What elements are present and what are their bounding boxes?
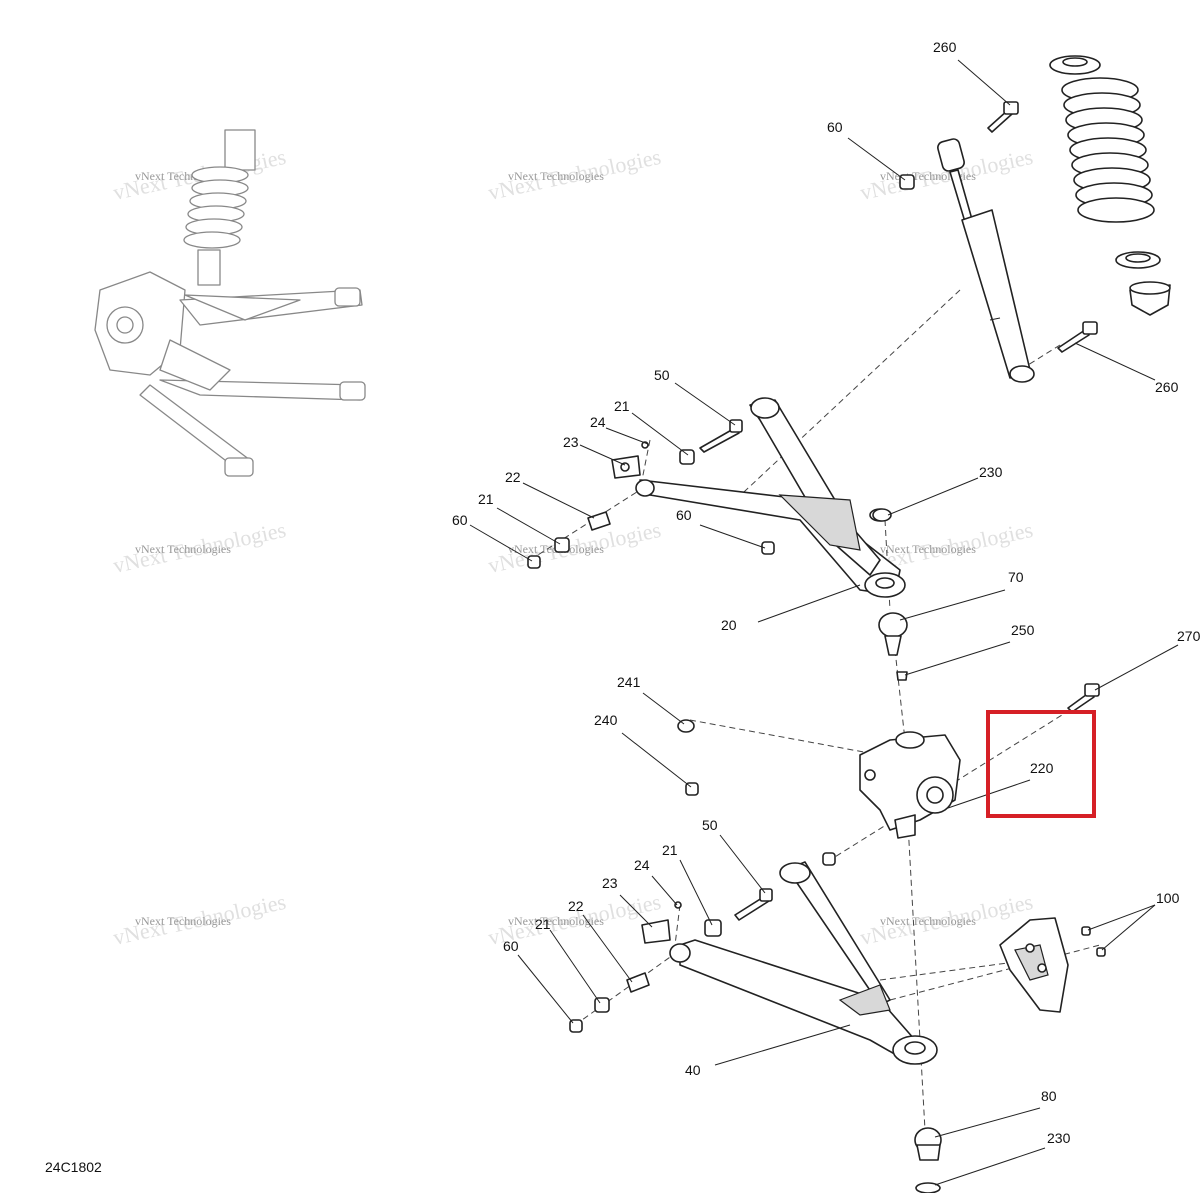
watermark: vNext Technologies <box>880 542 976 556</box>
upper-a-arm <box>635 397 906 598</box>
bolt-270 <box>1067 683 1100 713</box>
callout-21: 21 <box>535 916 551 932</box>
callout-270: 270 <box>1177 628 1200 644</box>
callout-22: 22 <box>568 898 584 914</box>
watermark: vNext Technologies <box>508 169 604 183</box>
watermark: vNext Technologies <box>135 914 231 928</box>
callout-230: 230 <box>979 464 1003 480</box>
overview-spring <box>183 129 256 286</box>
callout-70: 70 <box>1008 569 1024 585</box>
callout-60: 60 <box>503 938 519 954</box>
callout-60: 60 <box>827 119 843 135</box>
circlip-230-top <box>872 508 892 522</box>
callout-230: 230 <box>1047 1130 1071 1146</box>
callout-241: 241 <box>617 674 641 690</box>
callout-220: 220 <box>1030 760 1054 776</box>
callout-40: 40 <box>685 1062 701 1078</box>
callout-250: 250 <box>1011 622 1035 638</box>
callout-labels: 260 60 260 50 21 24 23 230 22 21 60 60 7… <box>452 39 1200 1146</box>
ball-joint-70 <box>878 612 908 681</box>
callout-240: 240 <box>594 712 618 728</box>
shock-absorber <box>937 138 1035 383</box>
callout-20: 20 <box>721 617 737 633</box>
bolt-260-top <box>987 101 1019 133</box>
diagram-code: 24C1802 <box>45 1159 102 1175</box>
overview-lower-arm <box>159 379 361 401</box>
watermark: vNext Technologies <box>880 914 976 928</box>
callout-100: 100 <box>1156 890 1180 906</box>
watermark: vNext Technologies <box>508 914 604 928</box>
callout-50: 50 <box>654 367 670 383</box>
callout-50: 50 <box>702 817 718 833</box>
highlight-box-220 <box>986 710 1096 818</box>
callout-21: 21 <box>614 398 630 414</box>
overview-assembly <box>94 129 366 477</box>
callout-260: 260 <box>1155 379 1179 395</box>
callout-80: 80 <box>1041 1088 1057 1104</box>
callout-21: 21 <box>478 491 494 507</box>
ball-joint-80 <box>914 1127 942 1193</box>
callout-24: 24 <box>634 857 650 873</box>
knuckle-220 <box>859 731 961 839</box>
callout-23: 23 <box>563 434 579 450</box>
watermark: vNext Technologies <box>135 542 231 556</box>
coil-spring <box>1049 55 1171 316</box>
washer-241-nut-240 <box>677 719 836 866</box>
bolt-260-bottom <box>1057 321 1098 353</box>
nut-60-top <box>899 174 915 190</box>
callout-260: 260 <box>933 39 957 55</box>
leader-lines <box>469 59 1179 1186</box>
callout-22: 22 <box>505 469 521 485</box>
lower-arm-hardware <box>569 888 773 1033</box>
callout-60: 60 <box>452 512 468 528</box>
callout-21: 21 <box>662 842 678 858</box>
callout-60: 60 <box>676 507 692 523</box>
guard-100 <box>999 917 1106 1013</box>
callout-24: 24 <box>590 414 606 430</box>
lower-a-arm <box>669 861 938 1065</box>
callout-23: 23 <box>602 875 618 891</box>
